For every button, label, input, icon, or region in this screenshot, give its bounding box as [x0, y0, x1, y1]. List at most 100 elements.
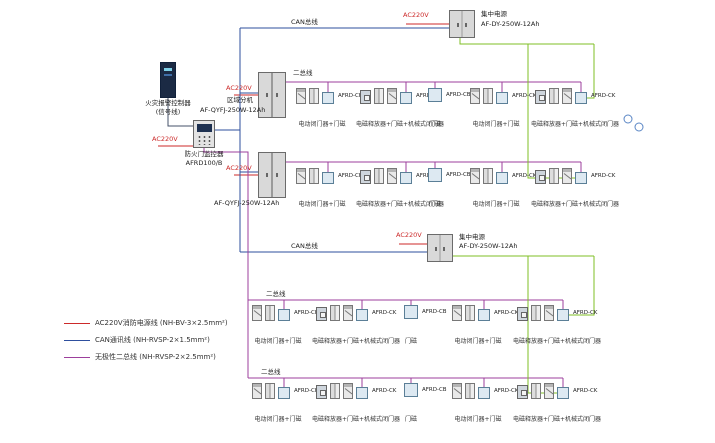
monitor-screen [197, 124, 212, 132]
door-monitor-model-label: AFRD100/B [185, 159, 223, 167]
group-caption: 门磁 [428, 201, 442, 208]
device-group: AFRD-CK [535, 168, 615, 184]
two-bus-label-row4: 二总线 [261, 368, 281, 376]
legend-label: AC220V消防电源线 (NH-BV-3×2.5mm²) [95, 319, 228, 327]
legend: AC220V消防电源线 (NH-BV-3×2.5mm²) CAN通讯线 (NH-… [64, 318, 228, 362]
release-icon [360, 170, 371, 184]
door-closer-icon [387, 88, 397, 104]
group-caption: 电动闭门器+门磁 [472, 121, 520, 128]
monitor-module-box [322, 92, 334, 104]
group-caption: 电磁释放器+门磁+机械式闭门器 [355, 121, 445, 128]
door-magnet-icon [330, 305, 340, 321]
release-icon [316, 385, 327, 399]
group-caption: 电磁释放器+门磁+机械式闭门器 [311, 338, 401, 345]
door-closer-icon [470, 88, 480, 104]
module-label: AFRD-CK [494, 310, 519, 316]
central-power-name-2: 集中电源 [459, 233, 485, 241]
group-caption: 电磁释放器+门磁+机械式闭门器 [311, 416, 401, 423]
continuation-dots [623, 114, 644, 132]
central-power-name-1: 集中电源 [481, 10, 507, 18]
device-group: AFRD-CK [452, 383, 518, 399]
module-label: AFRD-CB [446, 172, 471, 178]
door-magnet-icon [483, 88, 493, 104]
ac220v-label-psu1: AC220V [403, 11, 429, 19]
group-caption: 电动闭门器+门磁 [454, 338, 502, 345]
device-group: AFRD-CK [252, 383, 318, 399]
monitor-module-box [428, 168, 442, 182]
device-group: AFRD-CB [404, 305, 447, 319]
door-magnet-icon [483, 168, 493, 184]
regional-unit-name-1: 区域分机 [227, 96, 253, 104]
release-icon [517, 307, 528, 321]
door-closer-icon [252, 383, 262, 399]
device-group: AFRD-CB [404, 383, 447, 397]
monitor-module-box [557, 309, 569, 321]
monitor-module-box [496, 92, 508, 104]
group-caption: 电磁释放器+门磁+机械式闭门器 [355, 201, 445, 208]
monitor-module-box [356, 387, 368, 399]
module-label: AFRD-CB [422, 387, 447, 393]
group-caption: 电动闭门器+门磁 [472, 201, 520, 208]
monitor-module-box [322, 172, 334, 184]
module-label: AFRD-CK [294, 310, 319, 316]
ac220v-label-cabinet1: AC220V [226, 84, 252, 92]
monitor-module-box [404, 305, 418, 319]
monitor-module-box [496, 172, 508, 184]
ac220v-label-monitor: AC220V [152, 135, 178, 143]
device-group: AFRD-CB [428, 88, 471, 102]
group-caption: 电动闭门器+门磁 [254, 338, 302, 345]
release-icon [535, 170, 546, 184]
module-label: AFRD-CK [512, 173, 537, 179]
door-magnet-icon [309, 168, 319, 184]
device-group: AFRD-CK [296, 168, 362, 184]
ac220v-label-cabinet2: AC220V [226, 164, 252, 172]
can-bus-lines [215, 27, 449, 253]
door-closer-icon [296, 88, 306, 104]
door-magnet-icon [549, 168, 559, 184]
group-caption: 门磁 [404, 416, 418, 423]
door-closer-icon [470, 168, 480, 184]
two-bus-lines [203, 81, 582, 387]
can-bus-label-mid: CAN总线 [291, 242, 318, 250]
central-power-model-2: AF-DY-250W-12Ah [459, 242, 518, 250]
signal-line [167, 98, 193, 127]
door-monitor-label: 防火门监控器 [184, 150, 224, 158]
group-caption: 电磁释放器+门磁+机械式闭门器 [512, 338, 602, 345]
door-magnet-icon [374, 168, 384, 184]
legend-label: CAN通讯线 (NH-RVSP-2×1.5mm²) [95, 336, 210, 344]
fire-alarm-controller [160, 62, 176, 98]
monitor-module-box [478, 309, 490, 321]
monitor-module-box [278, 387, 290, 399]
device-group: AFRD-CK [252, 305, 318, 321]
legend-label: 无极性二总线 (NH-RVSP-2×2.5mm²) [95, 353, 216, 361]
device-group: AFRD-CK [470, 168, 536, 184]
regional-unit-cabinet-2 [258, 152, 286, 198]
door-closer-icon [544, 305, 554, 321]
door-closer-icon [343, 383, 353, 399]
door-magnet-icon [531, 383, 541, 399]
door-closer-icon [452, 305, 462, 321]
door-closer-icon [562, 88, 572, 104]
signal-line-label: (信号线) [155, 108, 181, 116]
door-closer-icon [343, 305, 353, 321]
fire-door-monitor [193, 120, 215, 148]
module-label: AFRD-CK [294, 388, 319, 394]
group-caption: 电磁释放器+门磁+机械式闭门器 [512, 416, 602, 423]
device-group: AFRD-CK [517, 305, 597, 321]
group-caption: 电磁释放器+门磁+机械式闭门器 [530, 121, 620, 128]
monitor-module-box [575, 172, 587, 184]
module-label: AFRD-CK [512, 93, 537, 99]
door-magnet-icon [265, 383, 275, 399]
central-power-cabinet-2 [427, 234, 453, 262]
ac220v-label-psu2: AC220V [396, 231, 422, 239]
device-group: AFRD-CK [316, 383, 396, 399]
module-label: AFRD-CK [338, 93, 363, 99]
group-caption: 门磁 [404, 338, 418, 345]
door-magnet-icon [549, 88, 559, 104]
module-label: AFRD-CK [338, 173, 363, 179]
group-caption: 电动闭门器+门磁 [454, 416, 502, 423]
regional-unit-cabinet-1 [258, 72, 286, 118]
device-group: AFRD-CK [452, 305, 518, 321]
ac-power-lines [158, 23, 449, 245]
